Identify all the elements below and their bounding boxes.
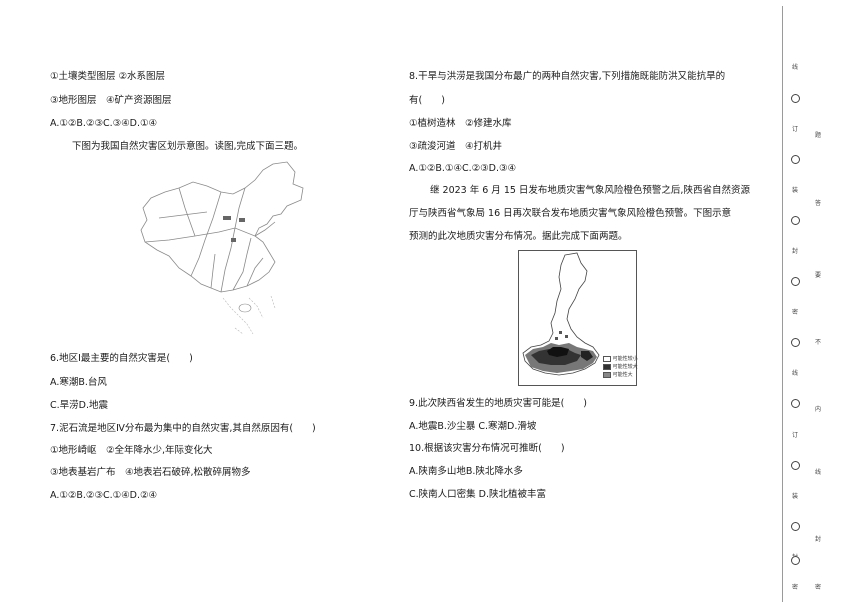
binding-hole [791,399,800,408]
passage-line-2: 厅与陕西省气象局 16 日再次联合发布地质灾害气象风险橙色预警。下图示意 [409,208,732,219]
notice-char: 内 [815,406,822,413]
binding-hole [791,155,800,164]
notice-char: 线 [815,469,822,476]
map-instruction: 下图为我国自然灾害区划示意图。读图,完成下面三题。 [72,141,304,152]
question-7-line-1: ①地形崎岖 ②全年降水少,年际变化大 [50,445,213,456]
binding-mark: 线 [791,64,798,71]
binding-mark: 订 [791,126,798,133]
legend-low: 可能性较小 [612,356,638,362]
answer-options-5: A.①②B.②③C.③④D.①④ [50,118,158,129]
notice-char: 题 [815,132,822,139]
binding-hole [791,216,800,225]
notice-char: 不 [815,339,822,346]
legend-swatch-mid [603,363,611,370]
notice-char: 封 [815,536,822,543]
notice-char: 要 [815,272,822,279]
binding-hole [791,556,800,565]
binding-hole [791,338,800,347]
legend-high: 可能性大 [612,372,633,378]
legend-swatch-low [603,355,611,362]
map-legend: 可能性较小 可能性较大 可能性大 [603,355,638,379]
shaanxi-hazard-map: 可能性较小 可能性较大 可能性大 [518,250,638,386]
notice-char: 密 [815,584,822,591]
binding-mark: 密 [791,584,798,591]
notice-char: 答 [815,200,822,207]
binding-mark: 订 [791,432,798,439]
question-8-line-2: ③疏浚河道 ④打机井 [409,141,503,152]
question-8: 8.干旱与洪涝是我国分布最广的两种自然灾害,下列措施既能防洪又能抗旱的 [409,71,726,82]
binding-mark: 装 [791,493,798,500]
binding-hole [791,94,800,103]
legend-swatch-high [603,371,611,378]
question-8-options: A.①②B.①④C.②③D.③④ [409,163,517,174]
question-8-cont: 有( ) [409,95,445,106]
question-10-options-2: C.陕南人口密集 D.陕北植被丰富 [409,489,547,500]
legend-mid: 可能性较大 [612,364,638,370]
binding-mark: 封 [791,248,798,255]
question-9-options: A.地震B.沙尘暴 C.寒潮D.滑坡 [409,421,537,432]
binding-mark: 密 [791,309,798,316]
option-line-2: ③地形图层 ④矿产资源图层 [50,95,172,106]
question-6: 6.地区Ⅰ最主要的自然灾害是( ) [50,353,193,364]
option-line-1: ①土壤类型图层 ②水系图层 [50,71,166,82]
question-7: 7.泥石流是地区Ⅳ分布最为集中的自然灾害,其自然原因有( ) [50,423,316,434]
question-6-options-1: A.寒潮B.台风 [50,377,107,388]
binding-line [782,6,783,602]
binding-hole [791,277,800,286]
passage-line-1: 继 2023 年 6 月 15 日发布地质灾害气象风险橙色预警之后,陕西省自然资… [430,185,750,196]
question-10-options-1: A.陕南多山地B.陕北降水多 [409,466,523,477]
shaanxi-map-figure [522,252,600,376]
binding-mark: 线 [791,370,798,377]
question-6-options-2: C.旱涝D.地震 [50,400,108,411]
china-hazard-map [140,161,304,335]
question-8-line-1: ①植树造林 ②修建水库 [409,118,512,129]
question-7-options: A.①②B.②③C.①④D.②④ [50,490,158,501]
passage-line-3: 预测的此次地质灾害分布情况。据此完成下面两题。 [409,231,628,242]
question-7-line-2: ③地表基岩广布 ④地表岩石破碎,松散碎屑物多 [50,467,251,478]
binding-hole [791,461,800,470]
binding-mark: 装 [791,187,798,194]
question-10: 10.根据该灾害分布情况可推断( ) [409,443,565,454]
binding-hole [791,522,800,531]
question-9: 9.此次陕西省发生的地质灾害可能是( ) [409,398,587,409]
